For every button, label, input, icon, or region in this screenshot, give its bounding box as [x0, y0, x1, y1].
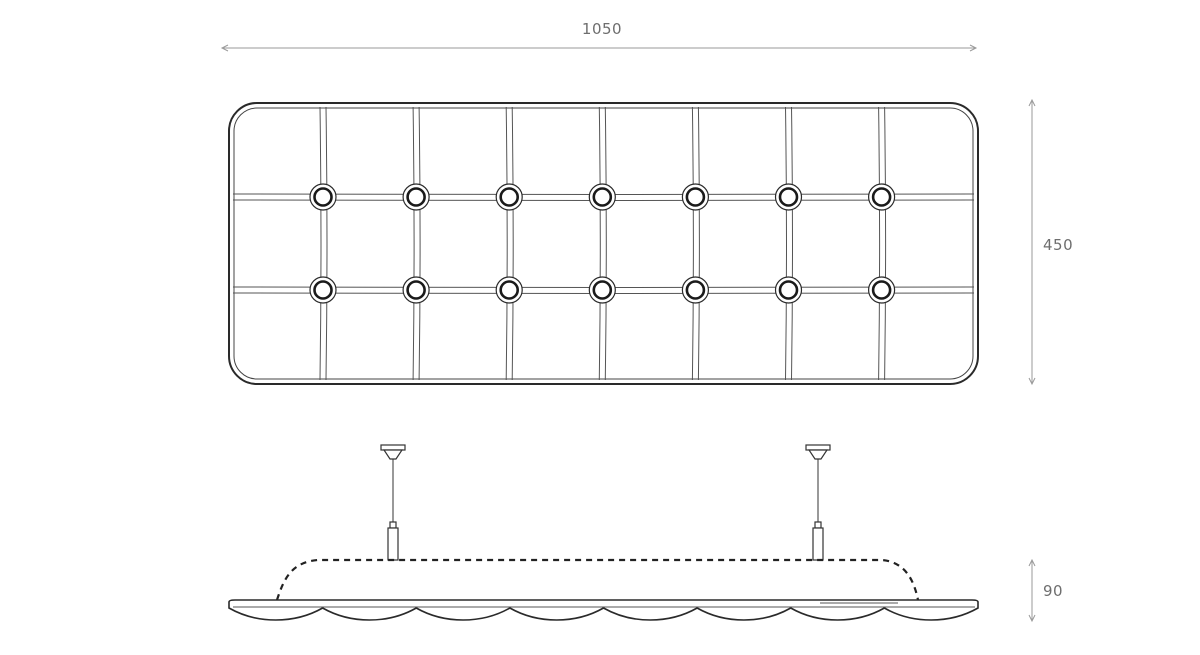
tuft-button — [588, 276, 616, 304]
tuft-button — [867, 183, 896, 211]
suspension-right — [805, 444, 831, 561]
depth-dimension-label: 90 — [1043, 582, 1063, 600]
vertical-seam — [418, 106, 421, 381]
vertical-seam — [412, 106, 415, 381]
tuft-button — [774, 183, 803, 211]
vertical-seam — [791, 106, 793, 381]
width-dimension-label: 1050 — [582, 20, 622, 38]
depth-dimension: 90 — [1028, 558, 1063, 623]
vertical-seam — [319, 106, 322, 381]
tuft-button — [588, 183, 616, 211]
vertical-seam — [325, 106, 328, 381]
panel-outline — [228, 102, 979, 385]
vertical-seam — [511, 106, 514, 381]
tuft-button — [402, 276, 430, 304]
vertical-seam — [505, 106, 508, 381]
tuft-button — [681, 183, 710, 211]
height-dimension-label: 450 — [1043, 236, 1073, 254]
tuft-button — [402, 183, 430, 211]
vertical-seam — [691, 106, 694, 381]
tuft-button — [309, 183, 337, 211]
panel-side-profile — [228, 599, 979, 621]
tuft-button — [309, 276, 337, 304]
tuft-button — [495, 276, 523, 304]
tuft-buttons — [309, 183, 896, 304]
panel-inner-edge — [233, 107, 974, 380]
vertical-seam — [884, 106, 887, 381]
tuft-button — [774, 276, 803, 304]
vertical-seam — [598, 106, 601, 381]
panel-top-view — [228, 102, 979, 385]
tuft-button — [867, 276, 896, 304]
suspension-left — [380, 444, 406, 561]
height-dimension: 450 — [1028, 98, 1073, 386]
vertical-seam — [697, 106, 700, 381]
vertical-seam — [878, 106, 881, 381]
width-dimension: 1050 — [220, 20, 978, 52]
panel-side-view — [228, 444, 979, 621]
hidden-frame-outline — [275, 558, 920, 601]
tuft-button — [681, 276, 710, 304]
vertical-seam — [604, 106, 607, 381]
vertical-seam — [785, 106, 787, 381]
tuft-button — [495, 183, 523, 211]
